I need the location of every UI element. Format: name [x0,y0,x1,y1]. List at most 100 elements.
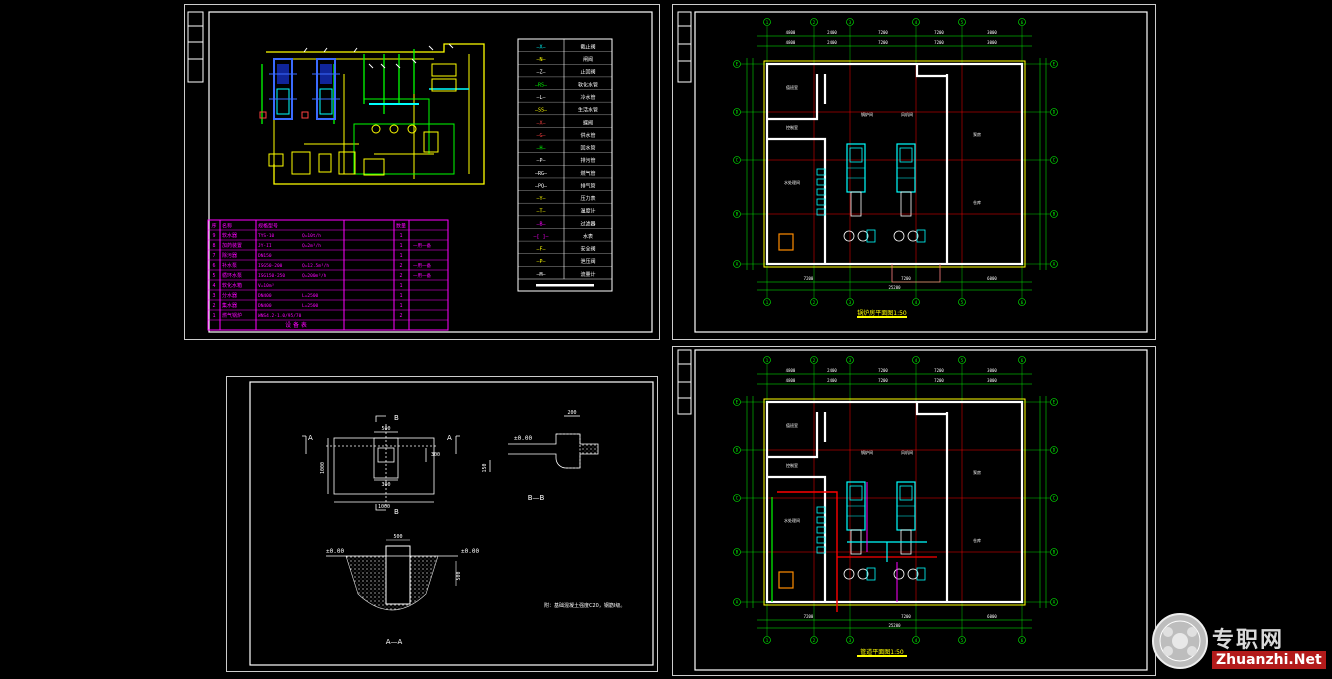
plan-upper-title: 锅炉房平面图1:50 [857,309,907,317]
legend-symbol: —X— [536,44,546,50]
legend-label: 排污管 [580,157,595,164]
dim-aa-depth: 500 [456,571,462,580]
axis-right: B [1053,550,1056,555]
row-name: 分水器 [222,292,237,299]
watermark-domain: Zhuanzhi.Net [1212,651,1326,669]
room-label: 锅炉间 [861,111,873,117]
row-model: DN150 [258,253,272,259]
legend-row: —RS—软化水管 [535,81,598,88]
watermark-text: 专职网 [1212,628,1285,653]
row-qty: 2 [399,273,402,279]
row-no: 5 [212,273,215,279]
legend-row: —L—冷水管 [536,94,595,101]
header-no: 序 [211,223,216,230]
legend-row: —Z—止回阀 [536,69,595,76]
axis-bottom: 2 [813,638,816,643]
section-mark-a-left: A [308,434,313,442]
row-spec: L=2500 [302,293,319,299]
row-no: 8 [212,243,215,249]
room-label: 值班室 [786,84,798,90]
boiler-1 [269,58,297,120]
dim-bottom: 7200 [901,276,911,281]
dim-top: 3000 [987,40,997,45]
axis-right: A [1053,600,1056,605]
legend-symbol: —B— [536,221,546,227]
axis-left: B [736,550,739,555]
axis-left: D [736,448,739,453]
axis-top: 2 [813,358,816,363]
dim-top-outer: 3000 [987,368,997,373]
row-qty: 1 [399,283,402,289]
plan-lower-title: 管道平面图1:50 [860,648,904,656]
legend-symbol: —X— [536,120,546,126]
axis-left: A [736,600,739,605]
dim-aa-top: 500 [393,534,402,540]
row-model: V=10m³ [258,283,275,289]
sheet-boiler-room-plan: 1122334455664800480024002400720072007200… [672,4,1156,340]
axis-bottom: 1 [766,638,769,643]
legend-row: —X— 截止阀 [536,43,595,50]
dim-bottom: 7200 [804,276,814,281]
legend-symbol: —SS— [535,108,548,114]
legend-label: 水表 [583,233,593,240]
dim-left-height: 1000 [320,462,326,474]
room-label: 水处理间 [784,179,800,185]
sheet-foundation-detail: A A B B 500 300 1000 1000 300 ±0.00 200 … [226,376,658,672]
row-spec: L=2500 [302,303,319,309]
row-name: 燃气锅炉 [222,312,242,319]
axis-left: A [736,262,739,267]
boiler-icon [893,143,926,243]
row-qty: 1 [399,303,402,309]
row-no: 4 [212,283,215,289]
dim-bottom-width: 1000 [378,504,390,510]
section-aa-title: A—A [386,638,403,646]
room-label: 泵房 [973,131,981,137]
legend-symbol: —L— [536,95,546,101]
legend-label: 截止阀 [580,43,595,50]
legend-row: —[ ]—水表 [533,233,593,240]
dim-bottom: 6000 [987,614,997,619]
dim-total: 25200 [888,623,901,628]
axis-right: B [1053,212,1056,217]
axis-bottom: 6 [1021,638,1024,643]
row-model: DN400 [258,293,272,299]
axis-bottom: 6 [1021,300,1024,305]
section-mark-b-top: B [394,414,399,422]
legend-label: 排气管 [580,182,595,189]
title-strip [677,11,692,83]
row-no: 7 [212,253,215,259]
axis-right: A [1053,262,1056,267]
room-label: 控制室 [786,462,798,468]
legend-symbol: —G— [536,133,546,139]
row-qty: 2 [399,263,402,269]
axis-top: 1 [766,358,769,363]
row-no: 1 [212,313,215,319]
dim-top: 7200 [878,40,888,45]
section-b-b [489,415,599,472]
legend-symbol: —P— [536,259,546,265]
row-qty: 1 [399,243,402,249]
legend-symbol: —M— [536,272,546,278]
boiler-icon [843,143,876,243]
sheet-outer-border [184,4,660,340]
room-label: 水处理间 [784,517,800,523]
axis-bottom: 1 [766,300,769,305]
axis-right: E [1053,400,1056,405]
boiler-2 [312,58,340,120]
dim-side-height: 300 [431,452,440,458]
legend-row: —Y—压力表 [536,195,595,202]
legend-label: 燃气管 [580,170,595,177]
dim-top: 4800 [786,378,796,383]
row-model: DN400 [258,303,272,309]
row-qty: 1 [399,253,402,259]
axis-left: D [736,110,739,115]
equipment-table-footer: 设 备 表 [285,321,307,329]
